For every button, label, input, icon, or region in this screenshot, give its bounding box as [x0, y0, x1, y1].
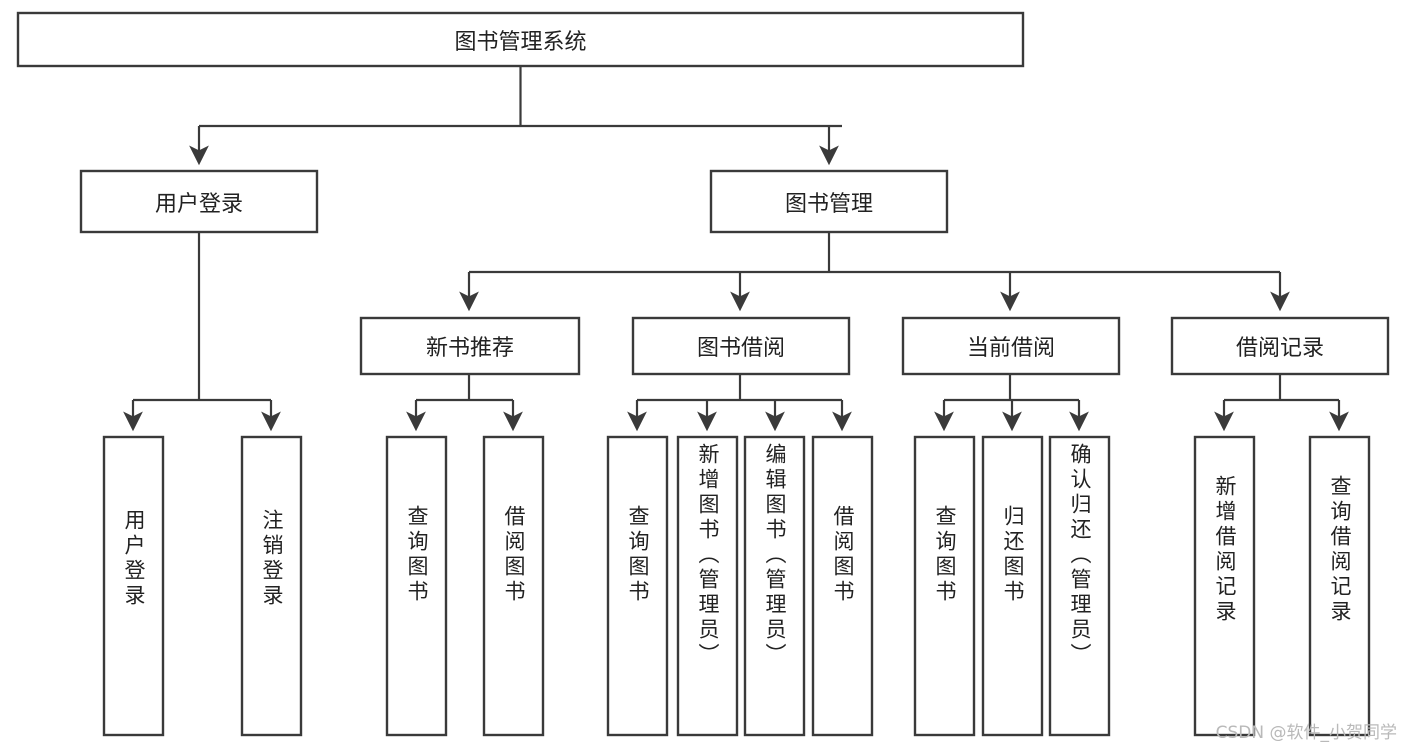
csdn-watermark: CSDN @软件_小贺同学 [1215, 723, 1397, 743]
node-box-book-management[interactable] [709, 169, 949, 234]
leaf-box-7[interactable] [811, 435, 874, 737]
node-box-borrow-record[interactable] [1170, 316, 1390, 376]
edge-group-borrow-record [1214, 374, 1349, 432]
leaf-box-2[interactable] [385, 435, 448, 737]
edge-group-book-borrow [627, 374, 852, 432]
leaf-box-9[interactable] [981, 435, 1044, 737]
edge-group-book-mgmt [459, 232, 1290, 312]
leaf-box-6[interactable] [743, 435, 806, 737]
node-box-current-borrow[interactable] [901, 316, 1121, 376]
leaf-box-12[interactable] [1308, 435, 1371, 737]
leaf-box-10[interactable] [1048, 435, 1111, 737]
node-box-user-login[interactable] [79, 169, 319, 234]
leaf-box-3[interactable] [482, 435, 545, 737]
leaf-box-5[interactable] [676, 435, 739, 737]
node-box-new-book-recommend[interactable] [359, 316, 581, 376]
leaf-box-4[interactable] [606, 435, 669, 737]
leaf-box-1[interactable] [240, 435, 303, 737]
node-box-book-borrow[interactable] [631, 316, 851, 376]
edge-group-current-borrow [934, 374, 1089, 432]
leaf-box-11[interactable] [1193, 435, 1256, 737]
edge-group-root [189, 66, 842, 166]
edge-group-new-book-rec [406, 374, 523, 432]
edge-group-user-login [123, 232, 281, 432]
leaf-box-8[interactable] [913, 435, 976, 737]
leaf-box-0[interactable] [102, 435, 165, 737]
node-box-root[interactable] [16, 11, 1025, 68]
